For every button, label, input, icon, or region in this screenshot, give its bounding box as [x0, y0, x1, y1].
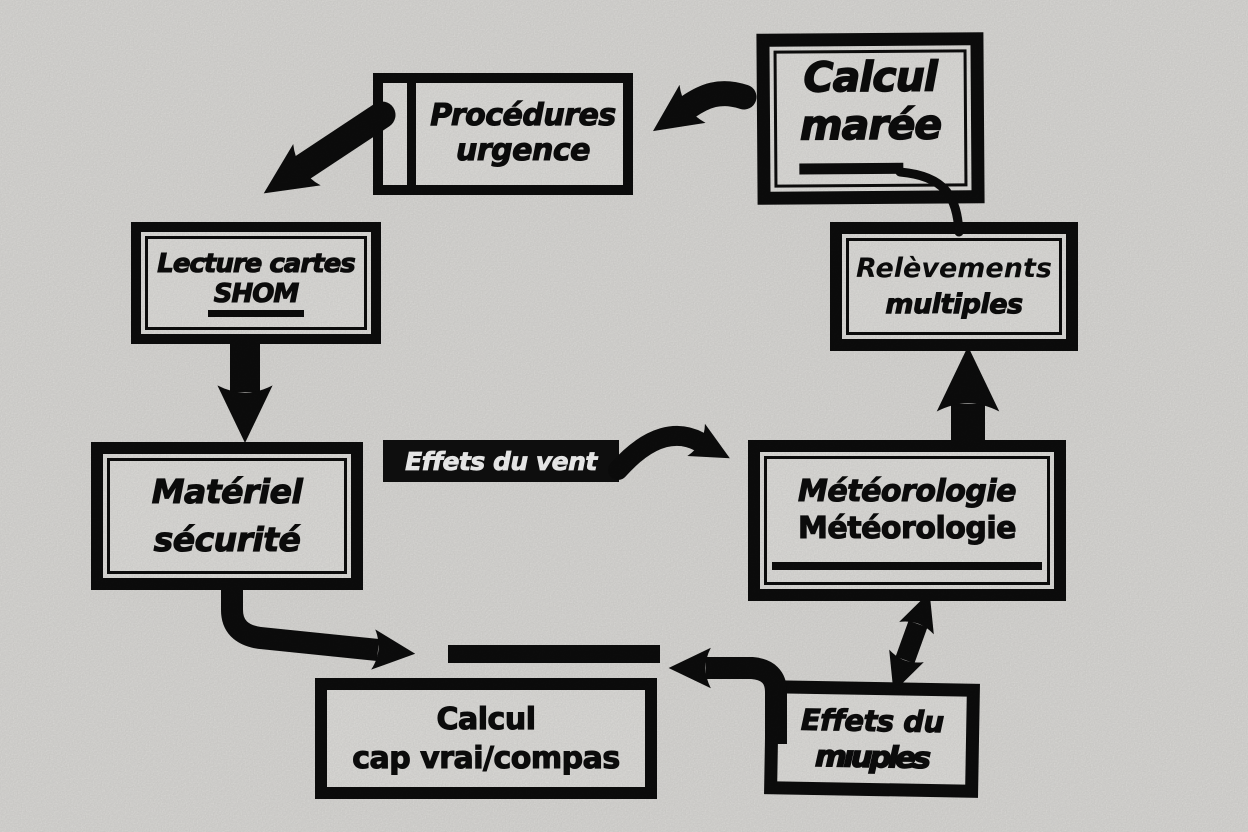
effets-du-vent-text: Effets du vent — [405, 446, 598, 476]
node-procedures-urgence: Procédures urgence — [373, 73, 633, 195]
label-effets-du-vent: Effets du vent — [383, 440, 619, 482]
calcul-cap-line2: cap vrai/compas — [352, 740, 621, 776]
materiel-line2: sécurité — [153, 519, 301, 559]
node-lecture-cartes-shom: Lecture cartes SHOM — [131, 222, 381, 344]
calcul-maree-line1: Calcul — [803, 52, 938, 102]
lecture-cartes-line1: Lecture cartes — [157, 248, 356, 279]
arrow-calcul-maree-to-procedures — [652, 81, 757, 132]
calcul-maree-underline — [799, 162, 904, 175]
node-relevements-multiples: Relèvements multiples — [830, 222, 1078, 351]
effets-du-line2: mıuples — [814, 738, 929, 776]
node-meteorologie: Météorologie Météorologie — [748, 440, 1066, 601]
meteorologie-underline — [772, 562, 1042, 570]
meteorologie-line2: Météorologie — [797, 510, 1017, 546]
procedures-inner-divider — [407, 81, 416, 187]
meteorologie-line1: Météorologie — [797, 473, 1017, 509]
arrow-materiel-to-calcul-cap — [221, 586, 416, 670]
relevements-line2: multiples — [885, 288, 1024, 320]
procedures-line2: urgence — [455, 133, 591, 169]
procedures-line1: Procédures — [430, 98, 617, 134]
calcul-maree-line2: marée — [799, 99, 942, 149]
node-materiel-securite: Matériel sécurité — [91, 442, 363, 590]
connector-bar-calcul-cap — [448, 645, 660, 663]
arrow-meteorologie-effets-du-bidirectional — [889, 592, 934, 692]
node-effets-du-garbled: Effets du mıuples — [764, 680, 980, 798]
arrow-procedures-to-lecture-cartes — [263, 101, 396, 194]
relevements-line1: Relèvements — [856, 253, 1052, 285]
lecture-cartes-line2: SHOM — [207, 278, 305, 318]
node-calcul-cap-vrai-compas: Calcul cap vrai/compas — [315, 678, 657, 799]
materiel-line1: Matériel — [151, 472, 303, 512]
node-calcul-maree: Calcul marée — [756, 32, 985, 205]
effets-du-line1: Effets du — [800, 702, 945, 740]
calcul-cap-line1: Calcul — [436, 701, 537, 737]
arrow-effets-du-vent-to-meteorologie — [608, 423, 730, 480]
